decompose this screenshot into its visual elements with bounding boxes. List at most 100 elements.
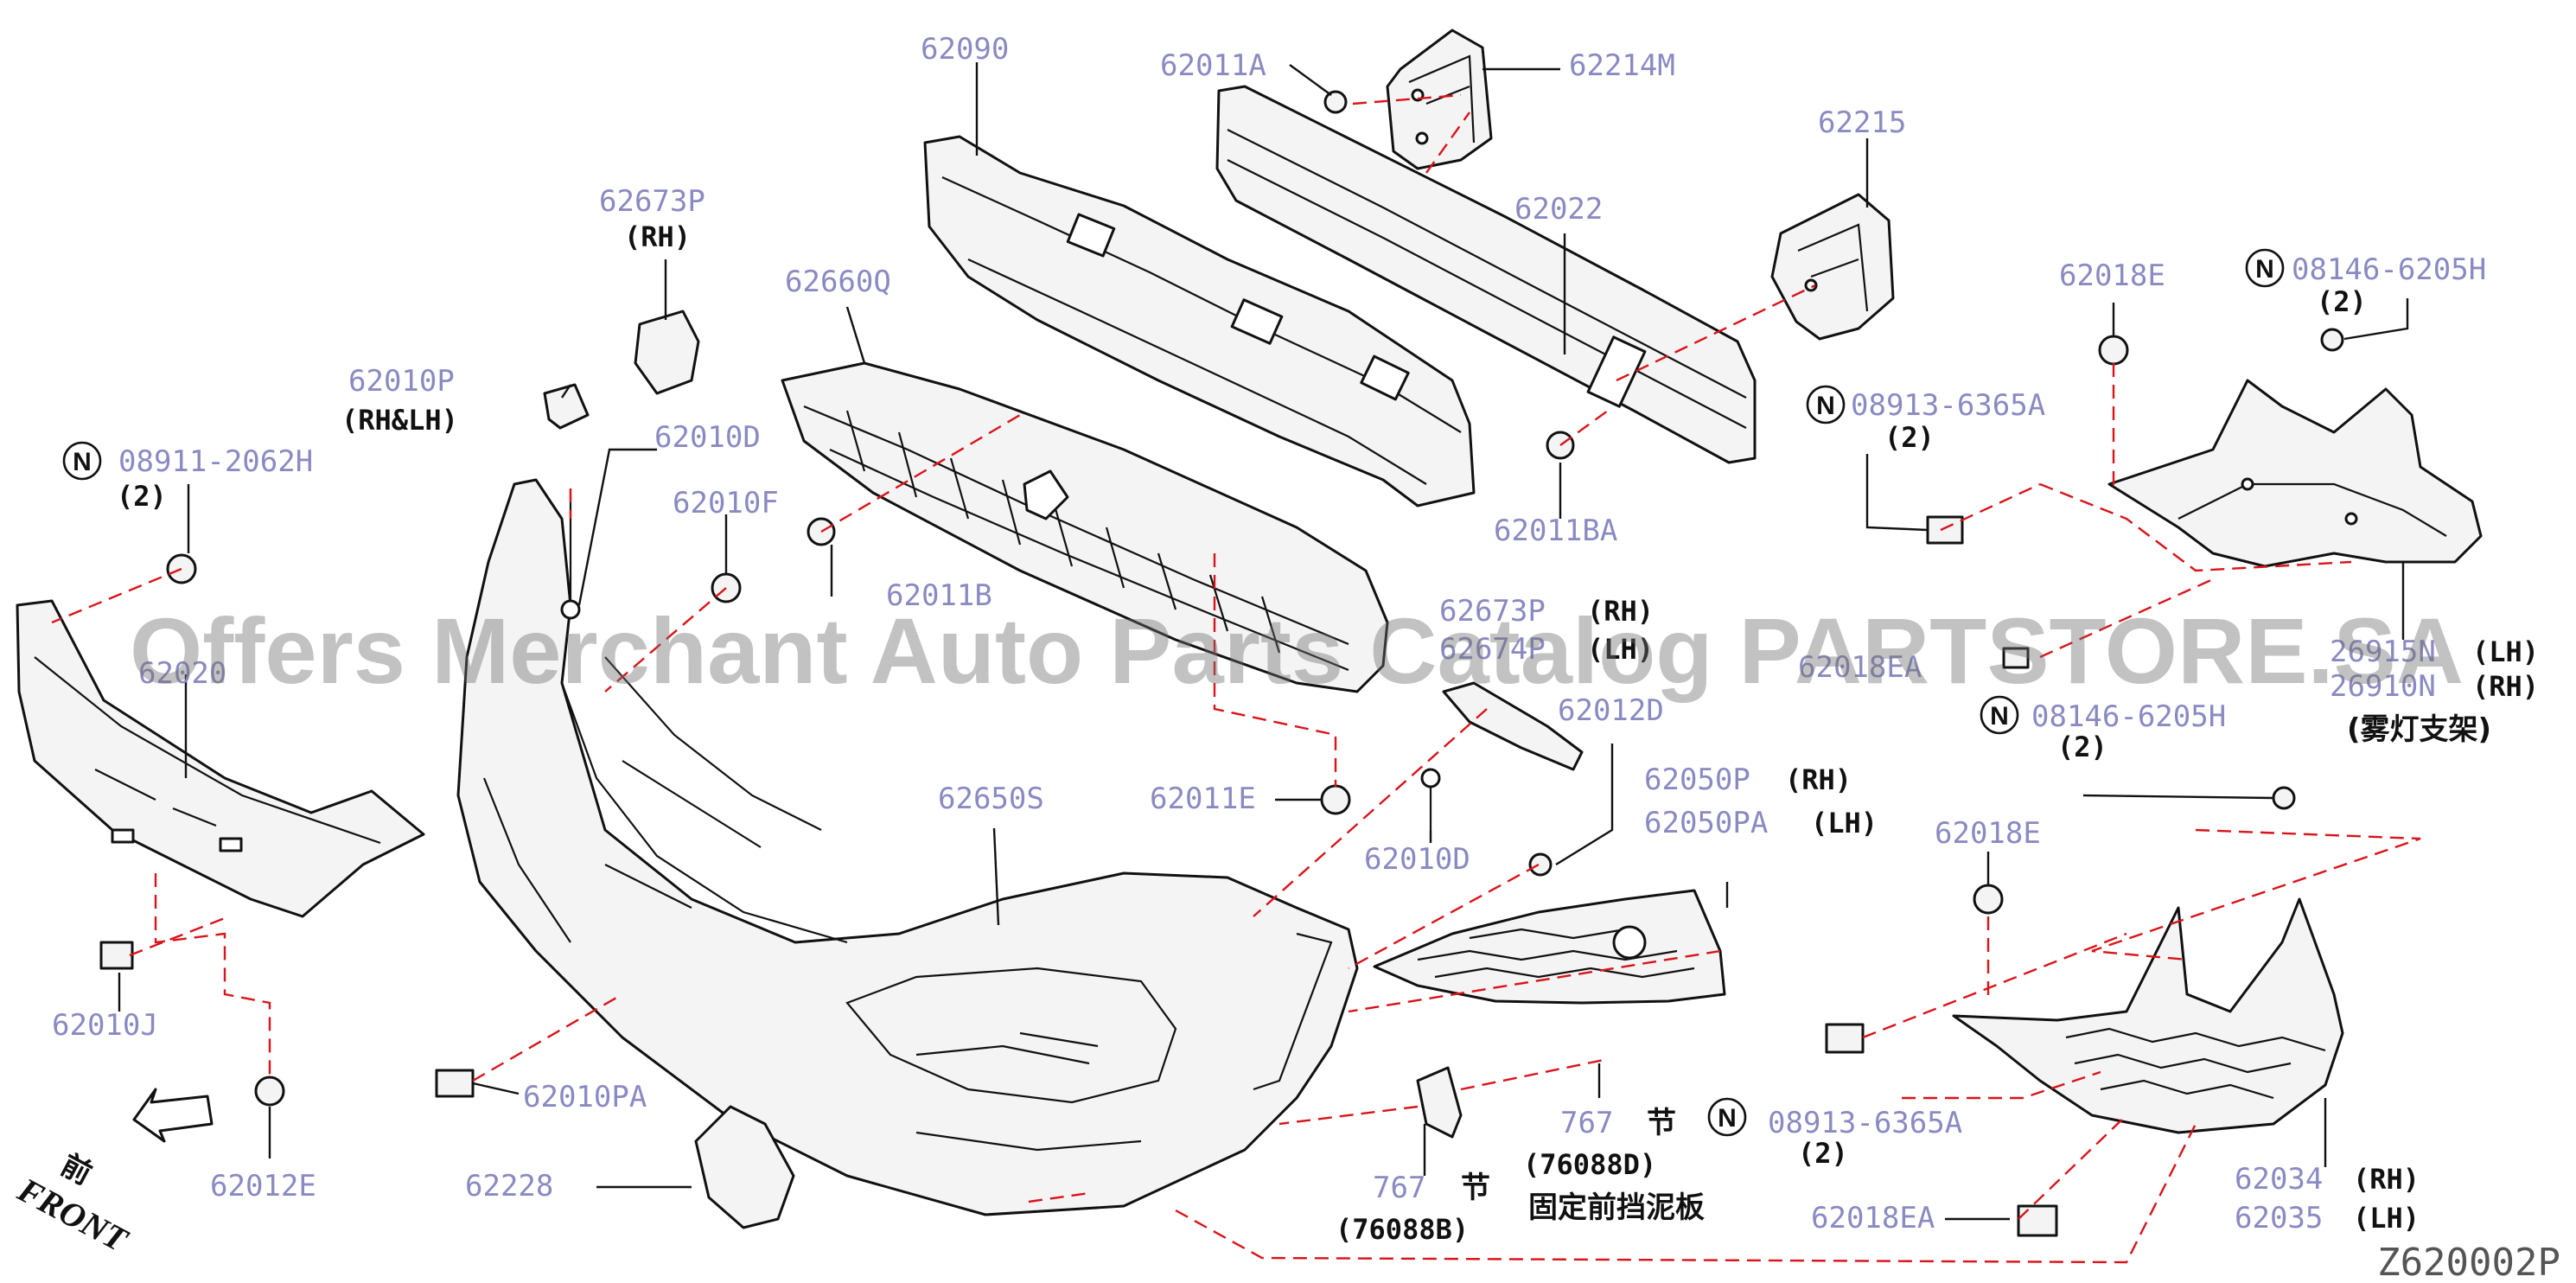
- label-lh-cover: (LH): [2353, 1202, 2420, 1235]
- label-62660Q[interactable]: 62660Q: [785, 265, 891, 299]
- part-08146-bolt-top[interactable]: [2320, 328, 2344, 352]
- label-08913-bot[interactable]: 08913-6365A: [1768, 1106, 1962, 1140]
- part-62228-tow-hook-cover[interactable]: [694, 1105, 795, 1229]
- part-62011E-clip[interactable]: [1320, 784, 1351, 815]
- part-62673P-bracket-mid[interactable]: [1442, 681, 1584, 771]
- label-rhlh: (RH&LH): [341, 404, 458, 437]
- svg-text:N: N: [1816, 392, 1835, 420]
- part-08913-nut-bot[interactable]: [1825, 1023, 1865, 1054]
- part-62018EA-clip-bot[interactable]: [2017, 1204, 2058, 1237]
- diagram-code: Z620002P: [2377, 1241, 2560, 1283]
- part-62673P-bracket-top[interactable]: [634, 310, 700, 395]
- label-rh-mid: (RH): [1587, 595, 1654, 628]
- part-62034-grille-cover[interactable]: [1952, 897, 2344, 1134]
- label-rh-top: (RH): [624, 220, 691, 253]
- label-62018EA-bot[interactable]: 62018EA: [1811, 1201, 1935, 1235]
- part-62012E-clip[interactable]: [254, 1076, 285, 1107]
- part-62012D-clip[interactable]: [1528, 852, 1553, 877]
- label-08913-top[interactable]: 08913-6365A: [1851, 388, 2045, 423]
- label-lh-mid: (LH): [1587, 633, 1654, 666]
- n-circle-icon: N: [1980, 695, 2019, 735]
- label-62050P[interactable]: 62050P: [1644, 763, 1750, 797]
- leader-lines: [118, 62, 2409, 1221]
- label-62020[interactable]: 62020: [138, 656, 226, 691]
- part-62011A-bolt[interactable]: [1323, 90, 1348, 114]
- label-62010D-bot[interactable]: 62010D: [1364, 842, 1470, 877]
- label-jie-a: 节: [1647, 1106, 1676, 1140]
- label-62050PA[interactable]: 62050PA: [1644, 806, 1768, 840]
- part-767-mudguard-clip[interactable]: [1416, 1066, 1463, 1139]
- label-62674P[interactable]: 62674P: [1439, 632, 1546, 667]
- label-62018E-top[interactable]: 62018E: [2059, 259, 2165, 293]
- label-62018E-bot[interactable]: 62018E: [1935, 816, 2041, 851]
- label-62011B[interactable]: 62011B: [886, 578, 992, 613]
- label-qty-08146-mid: (2): [2057, 731, 2107, 763]
- label-jie-b: 节: [1461, 1171, 1490, 1205]
- part-62650S-fascia[interactable]: [456, 478, 1359, 1216]
- label-62010P[interactable]: 62010P: [348, 364, 455, 399]
- label-62673P-mid[interactable]: 62673P: [1439, 594, 1546, 629]
- label-62012E[interactable]: 62012E: [210, 1169, 316, 1203]
- label-62034[interactable]: 62034: [2235, 1162, 2323, 1197]
- part-62215-bracket[interactable]: [1770, 193, 1895, 341]
- label-08146-top[interactable]: 08146-6205H: [2292, 252, 2486, 287]
- label-62018EA-mid[interactable]: 62018EA: [1798, 650, 1922, 685]
- label-62010PA[interactable]: 62010PA: [523, 1080, 647, 1114]
- label-08146-mid[interactable]: 08146-6205H: [2031, 699, 2226, 734]
- part-62050P-grille[interactable]: [1373, 889, 1726, 1005]
- label-fix-cn: 固定前挡泥板: [1528, 1190, 1705, 1225]
- label-767-b[interactable]: 767: [1373, 1171, 1425, 1205]
- svg-text:N: N: [1718, 1104, 1737, 1133]
- label-62214M[interactable]: 62214M: [1569, 48, 1675, 83]
- label-62010J[interactable]: 62010J: [52, 1008, 158, 1043]
- label-62010F[interactable]: 62010F: [673, 486, 779, 520]
- label-qty-08146-top: (2): [2317, 285, 2367, 318]
- label-76088B: (76088B): [1336, 1213, 1469, 1246]
- label-62012D[interactable]: 62012D: [1558, 693, 1664, 728]
- label-62650S[interactable]: 62650S: [938, 782, 1044, 816]
- label-62011A[interactable]: 62011A: [1160, 48, 1266, 83]
- label-08911[interactable]: 08911-2062H: [118, 444, 313, 479]
- part-26910N-fog-bracket[interactable]: [2107, 379, 2483, 568]
- part-62010PA-clip[interactable]: [435, 1069, 475, 1098]
- part-08146-bolt-mid[interactable]: [2272, 786, 2296, 810]
- label-lh-fog: (LH): [2472, 635, 2539, 668]
- part-08913-nut-top[interactable]: [1926, 515, 1964, 545]
- part-62020-valance[interactable]: [16, 599, 425, 918]
- svg-text:N: N: [2255, 255, 2274, 284]
- label-62090[interactable]: 62090: [921, 32, 1009, 67]
- label-rh-grille: (RH): [1785, 763, 1852, 796]
- label-62228[interactable]: 62228: [465, 1169, 553, 1203]
- part-62018EA-clip-mid[interactable]: [2002, 647, 2030, 669]
- part-62214M-bracket[interactable]: [1386, 29, 1493, 170]
- label-62215[interactable]: 62215: [1818, 105, 1906, 140]
- label-lh-grille: (LH): [1811, 807, 1878, 839]
- label-62673P-top[interactable]: 62673P: [599, 184, 705, 219]
- part-62090-absorber[interactable]: [923, 135, 1476, 507]
- part-62018E-clip-top[interactable]: [2098, 335, 2129, 366]
- part-62660Q-carrier[interactable]: [781, 361, 1389, 693]
- label-rh-fog: (RH): [2472, 670, 2539, 703]
- label-767-a[interactable]: 767: [1560, 1106, 1613, 1140]
- label-62011E[interactable]: 62011E: [1150, 782, 1256, 816]
- label-62022[interactable]: 62022: [1514, 192, 1603, 227]
- n-circle-icon: N: [2245, 248, 2285, 288]
- n-circle-icon: N: [1707, 1097, 1747, 1137]
- part-62018E-clip-bot[interactable]: [1973, 884, 2004, 915]
- part-62010D-screw-top[interactable]: [560, 488, 581, 620]
- label-62035[interactable]: 62035: [2235, 1201, 2323, 1235]
- n-circle-icon: N: [62, 441, 102, 481]
- label-62010D-top[interactable]: 62010D: [654, 420, 761, 455]
- svg-text:N: N: [73, 448, 92, 476]
- svg-text:N: N: [1990, 702, 2009, 731]
- part-62010J-clip[interactable]: [99, 941, 134, 970]
- part-62010D-screw-bot[interactable]: [1420, 768, 1441, 830]
- label-26915N[interactable]: 26915N: [2330, 635, 2436, 669]
- part-62022-reinforcement[interactable]: [1215, 85, 1757, 464]
- label-qty-08911: (2): [117, 480, 167, 513]
- watermark: Offers Merchant Auto Parts Catalog PARTS…: [130, 598, 2464, 703]
- label-26910N[interactable]: 26910N: [2330, 669, 2436, 704]
- label-62011BA[interactable]: 62011BA: [1494, 514, 1617, 548]
- front-cn-label: 前: [55, 1148, 98, 1192]
